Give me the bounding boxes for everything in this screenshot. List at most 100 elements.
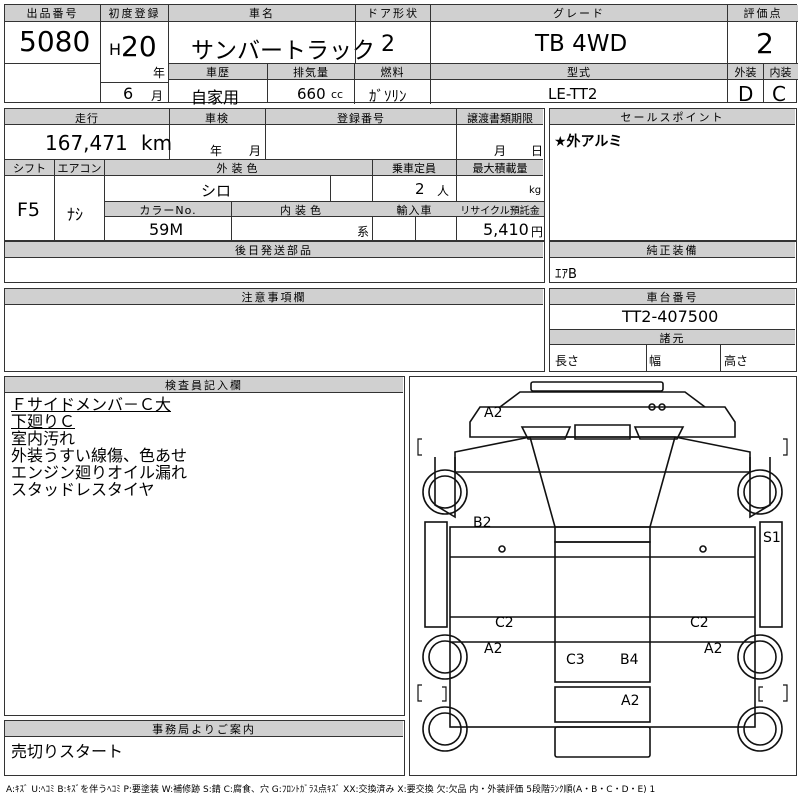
width-label: 幅 <box>649 354 662 368</box>
recycle-label: リサイクル預託金 <box>460 206 540 217</box>
inspector-line: 下廻りＣ <box>11 412 76 431</box>
genuine-equipment-box: 純正装備 ｴｱB <box>549 241 797 283</box>
mileage: 167,471 <box>45 131 128 155</box>
selling-point: ★外アルミ <box>554 134 623 150</box>
damage-mark: A2 <box>484 641 502 657</box>
reg-year: 20 <box>121 30 157 63</box>
mileage-label: 走行 <box>75 112 99 125</box>
exterior-score: D <box>738 82 754 106</box>
damage-legend: A:ｷｽﾞ U:ﾍｺﾐ B:ｷｽﾞを伴うﾍｺﾐ P:要塗装 W:補修跡 S:錆 … <box>6 785 656 795</box>
reg-no-label: 登録番号 <box>337 112 385 125</box>
damage-mark: S1 <box>763 530 781 546</box>
mileage-unit: km <box>141 131 173 155</box>
chassis-box: 車台番号 TT2-407500 諸元 長さ 幅 高さ <box>549 288 797 372</box>
doors-label: ドア形状 <box>356 5 430 22</box>
genuine-value: ｴｱB <box>555 267 577 282</box>
inspector-line: Ｆサイドメンバ－Ｃ大 <box>11 395 172 414</box>
vehicle-damage-diagram: A2 B2 S1 C2 C2 A2 C3 B4 A2 A2 <box>409 376 797 776</box>
vehicle-details-table: 走行 車検 登録番号 譲渡書類期限 167,471 km 年 月 月 日 シフト… <box>4 108 545 241</box>
height-label: 高さ <box>724 354 749 368</box>
interior-score: C <box>772 82 786 106</box>
inspector-line: 室内汚れ <box>11 429 76 448</box>
genuine-label: 純正装備 <box>550 242 795 258</box>
ext-color-label: 外装色 <box>216 162 262 175</box>
inspection-year-unit: 年 <box>210 144 223 158</box>
int-color-label: 内装色 <box>280 204 325 217</box>
shift-label: シフト <box>13 162 46 175</box>
inspector-notes-box: 検査員記入欄 Ｆサイドメンバ－Ｃ大 下廻りＣ 室内汚れ 外装うすい線傷、色あせ … <box>4 376 405 716</box>
vehicle-header-table: 出品番号 5080 初度登録 H 20 年 6 月 車名 サンバートラック ドア… <box>4 4 798 107</box>
car-name: サンバートラック <box>191 38 375 64</box>
model: LE-TT2 <box>548 85 598 103</box>
history-label: 車歴 <box>206 66 230 79</box>
doors: 2 <box>381 32 395 57</box>
office-label: 事務局よりご案内 <box>5 721 403 737</box>
damage-mark: B4 <box>620 652 639 668</box>
import-label: 輸入車 <box>396 204 433 217</box>
score-label: 評価点 <box>728 5 798 22</box>
damage-mark: A2 <box>484 405 502 421</box>
shift: F5 <box>17 199 41 221</box>
inspector-line: 外装うすい線傷、色あせ <box>11 446 188 465</box>
length-label: 長さ <box>555 354 580 368</box>
reg-month-unit: 月 <box>151 89 164 103</box>
displacement: 660 <box>297 85 326 103</box>
selling-point-label: セールスポイント <box>550 109 795 125</box>
lot-no: 5080 <box>19 25 91 58</box>
ac: ﾅｼ <box>67 205 84 224</box>
inspector-line: スタッドレスタイヤ <box>11 480 155 499</box>
damage-mark: C2 <box>495 615 514 631</box>
color-no-label: カラーNo. <box>139 204 197 217</box>
capacity-unit: 人 <box>437 184 450 198</box>
office-info-box: 事務局よりご案内 売切りスタート <box>4 720 405 776</box>
inspector-line: エンジン廻りオイル漏れ <box>11 463 188 482</box>
car-name-label: 車名 <box>169 5 355 22</box>
interior-score-label: 内装 <box>769 66 792 79</box>
displacement-unit: cc <box>331 88 344 101</box>
grade: TB 4WD <box>535 31 628 57</box>
first-reg-label: 初度登録 <box>101 5 168 22</box>
displacement-label: 排気量 <box>293 66 329 79</box>
notes-box: 注意事項欄 <box>4 288 545 372</box>
reg-month: 6 <box>123 84 134 103</box>
transfer-label: 譲渡書類期限 <box>467 112 533 125</box>
fuel-label: 燃料 <box>380 66 405 79</box>
history: 自家用 <box>191 88 240 107</box>
score: 2 <box>756 27 774 60</box>
damage-mark: C3 <box>566 652 585 668</box>
selling-point-box: セールスポイント ★外アルミ <box>549 108 797 241</box>
transfer-month-unit: 月 <box>494 144 507 158</box>
chassis-number: TT2-407500 <box>622 307 719 326</box>
office-text: 売切りスタート <box>11 742 124 761</box>
damage-mark: A2 <box>621 693 639 709</box>
fuel: ｶﾞｿﾘﾝ <box>369 87 407 105</box>
capacity: 2 <box>415 180 425 198</box>
recycle-fee: 5,410 <box>483 220 529 239</box>
ext-color: シロ <box>201 182 232 200</box>
damage-mark: A2 <box>704 641 722 657</box>
color-no: 59M <box>149 220 184 239</box>
era: H <box>109 40 122 59</box>
capacity-label: 乗車定員 <box>392 162 436 175</box>
specs-label: 諸元 <box>550 329 795 345</box>
grade-label: グレード <box>431 5 727 22</box>
reg-year-unit: 年 <box>153 66 166 80</box>
truck-outline-diagram: A2 B2 S1 C2 C2 A2 C3 B4 A2 A2 <box>417 381 788 758</box>
notes-label: 注意事項欄 <box>5 289 543 305</box>
later-parts-label: 後日発送部品 <box>5 242 543 258</box>
model-label: 型式 <box>567 66 591 79</box>
exterior-score-label: 外装 <box>734 66 757 79</box>
inspection-month-unit: 月 <box>249 144 262 158</box>
int-color-unit: 系 <box>357 225 370 239</box>
inspection-label: 車検 <box>205 112 229 125</box>
later-parts-box: 後日発送部品 <box>4 241 545 283</box>
transfer-day-unit: 日 <box>531 144 544 158</box>
recycle-unit: 円 <box>531 225 544 239</box>
chassis-label: 車台番号 <box>550 289 795 305</box>
damage-mark: B2 <box>473 515 492 531</box>
lot-no-label: 出品番号 <box>5 5 100 22</box>
ac-label: エアコン <box>57 162 102 175</box>
inspector-label: 検査員記入欄 <box>5 377 403 393</box>
max-load-unit: kg <box>529 185 542 196</box>
damage-mark: C2 <box>690 615 709 631</box>
